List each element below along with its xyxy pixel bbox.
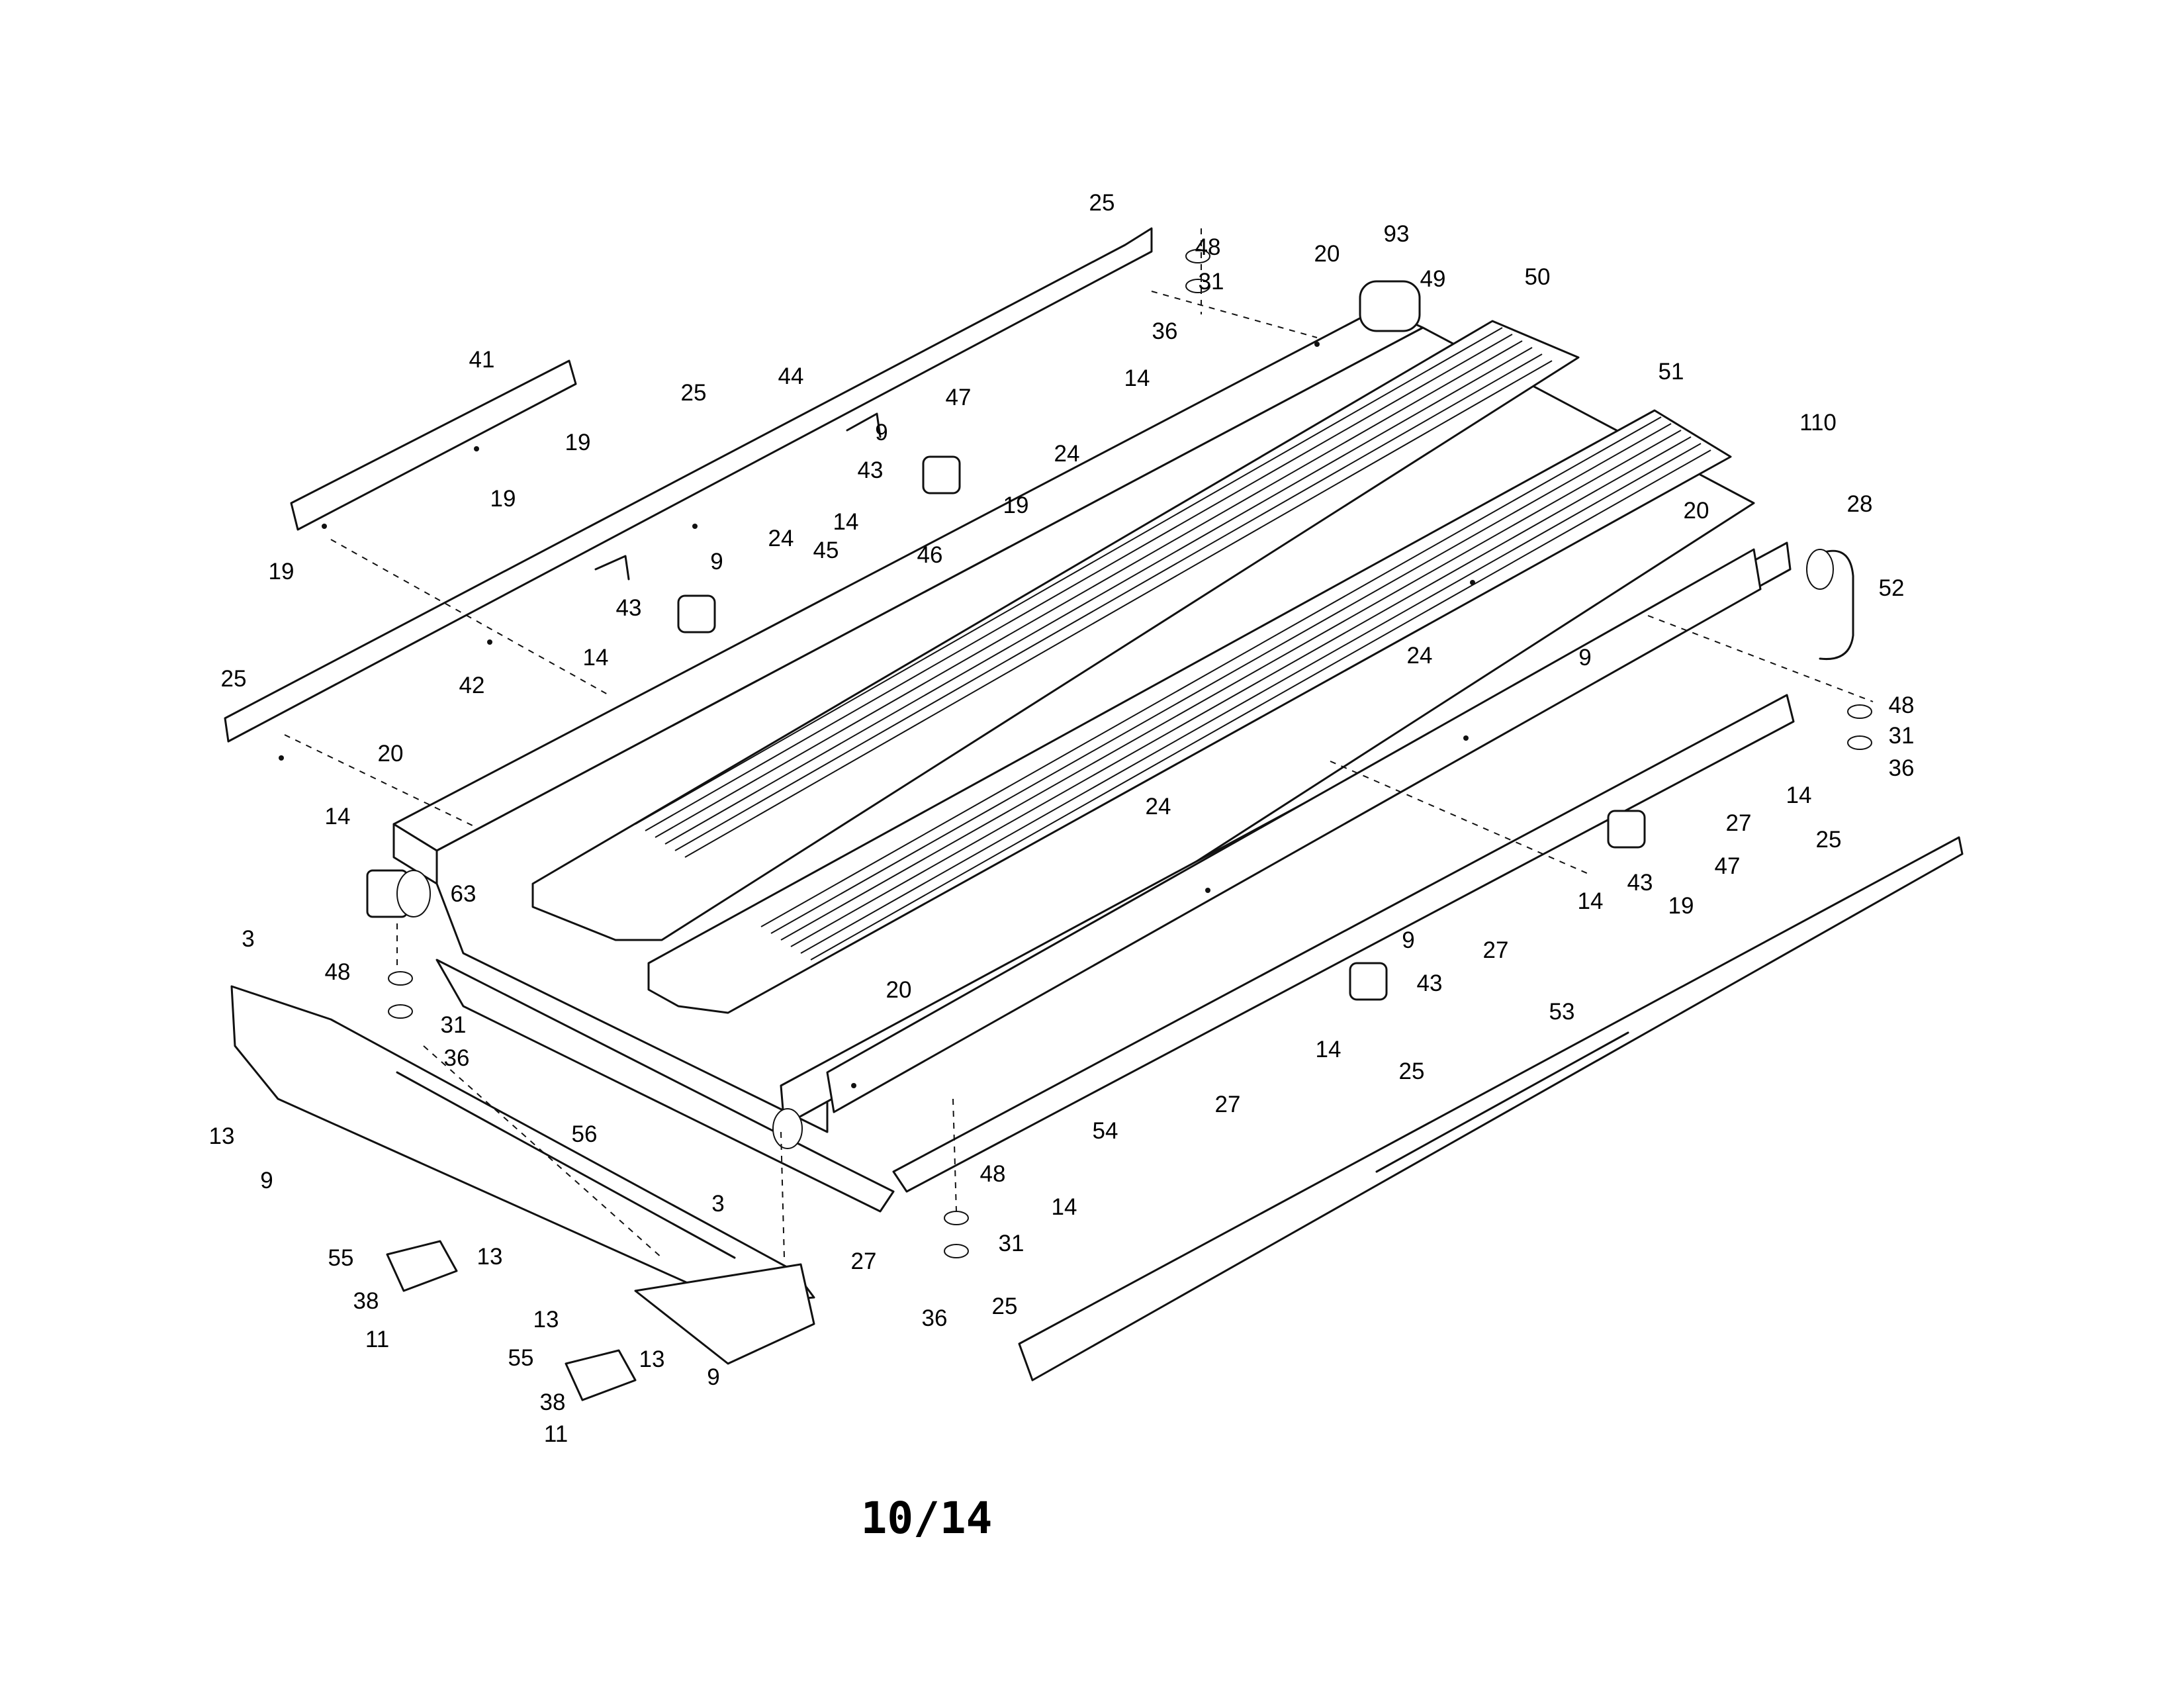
part-label-24: 24 [1146,794,1171,820]
part-label-48: 48 [325,959,351,985]
part-label-48: 48 [1195,234,1221,260]
part-label-14: 14 [1124,365,1150,391]
part-label-36: 36 [922,1305,948,1331]
part-label-19: 19 [269,559,295,585]
part-label-13: 13 [639,1346,665,1372]
part-label-11: 11 [365,1327,389,1352]
part-label-14: 14 [1578,888,1604,914]
part-label-28: 28 [1847,491,1873,517]
page-number: 10/14 [860,1493,993,1544]
part-label-14: 14 [1786,782,1812,808]
part-label-24: 24 [1054,441,1080,467]
part-label-25: 25 [1816,827,1842,853]
part-label-36: 36 [1889,755,1915,781]
part-label-20: 20 [1684,498,1709,524]
brackets-and-caps [230,359,815,1401]
part-label-19: 19 [565,430,591,455]
part-label-110: 110 [1799,410,1837,436]
part-label-20: 20 [886,977,912,1003]
part-label-27: 27 [1483,937,1509,963]
assembly-lines [284,228,1874,1258]
part-label-47: 47 [946,385,972,410]
part-label-20: 20 [378,741,404,767]
part-label-25: 25 [681,380,707,406]
fastener-holes [279,342,1475,1088]
part-label-48: 48 [980,1161,1006,1187]
part-label-47: 47 [1715,853,1741,879]
part-label-24: 24 [1407,643,1433,669]
part-label-31: 31 [441,1012,467,1038]
part-label-24: 24 [768,526,794,551]
part-label-38: 38 [353,1288,379,1314]
part-label-19: 19 [490,486,516,512]
part-label-55: 55 [508,1345,534,1371]
part-label-27: 27 [851,1248,877,1274]
part-label-13: 13 [533,1307,559,1333]
part-label-48: 48 [1889,692,1915,718]
part-label-49: 49 [1420,266,1446,292]
part-label-27: 27 [1726,810,1752,836]
part-label-9: 9 [710,549,723,575]
part-label-54: 54 [1093,1118,1118,1144]
part-label-53: 53 [1549,999,1575,1025]
part-label-9: 9 [707,1364,719,1390]
rollers [366,280,1854,1149]
part-label-11: 11 [544,1421,568,1447]
part-label-25: 25 [992,1293,1018,1319]
part-label-45: 45 [813,538,839,563]
part-label-56: 56 [572,1121,598,1147]
part-label-51: 51 [1659,359,1684,385]
part-label-50: 50 [1525,264,1551,290]
part-label-55: 55 [328,1245,354,1271]
part-label-46: 46 [917,542,943,568]
part-label-31: 31 [1889,723,1915,749]
deck-boards [531,320,1732,1014]
part-label-9: 9 [875,420,887,445]
part-label-27: 27 [1215,1092,1241,1117]
part-label-14: 14 [1316,1037,1342,1062]
part-label-43: 43 [1627,870,1653,896]
part-label-31: 31 [1199,269,1224,295]
part-label-19: 19 [1003,492,1029,518]
part-label-93: 93 [1384,221,1410,247]
part-label-9: 9 [1402,927,1414,953]
part-label-31: 31 [999,1231,1024,1256]
part-label-44: 44 [778,363,804,389]
part-label-25: 25 [1089,190,1115,216]
part-label-25: 25 [1399,1058,1425,1084]
part-label-63: 63 [451,881,477,907]
part-label-14: 14 [833,509,859,535]
part-label-14: 14 [1052,1194,1077,1220]
part-label-3: 3 [711,1191,724,1217]
part-label-9: 9 [1578,645,1591,671]
isolators-and-washers [388,249,1872,1258]
part-label-13: 13 [209,1123,235,1149]
part-label-25: 25 [221,666,247,692]
part-label-41: 41 [469,347,495,373]
part-label-3: 3 [242,926,254,952]
part-label-9: 9 [260,1168,273,1194]
part-label-20: 20 [1314,241,1340,267]
part-label-38: 38 [540,1389,566,1415]
part-label-43: 43 [616,595,642,621]
part-label-52: 52 [1879,575,1905,601]
part-label-43: 43 [858,457,884,483]
part-label-36: 36 [444,1045,470,1071]
part-label-14: 14 [583,645,609,671]
part-label-13: 13 [477,1244,503,1270]
part-label-43: 43 [1417,970,1443,996]
part-label-42: 42 [459,673,485,698]
side-rails [224,227,1964,1382]
part-label-36: 36 [1152,318,1178,344]
part-label-19: 19 [1668,893,1694,919]
part-label-14: 14 [325,804,351,829]
